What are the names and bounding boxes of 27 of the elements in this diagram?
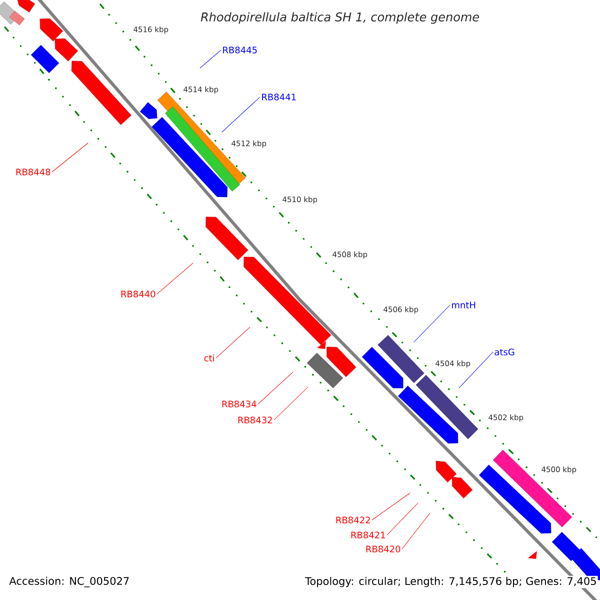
- gene-label: RB8420: [366, 546, 400, 552]
- gene-label: RB8441: [262, 94, 296, 100]
- leader-line: [458, 352, 494, 388]
- leader-line: [216, 326, 250, 358]
- leader-line: [372, 492, 410, 520]
- gene-label: RB8434: [222, 400, 256, 408]
- title: Rhodopirellula baltica SH 1, complete genome: [200, 12, 479, 24]
- leader-line: [52, 142, 88, 172]
- leader-line: [274, 386, 308, 420]
- leader-line: [386, 502, 418, 536]
- leader-line: [402, 512, 430, 550]
- footer-text: Topology: circular; Length: 7,145,576 bp; Genes: 7,405: [304, 576, 598, 588]
- gene-label: RB8448: [16, 168, 50, 176]
- gene-label: cti: [204, 354, 214, 362]
- leader-line: [258, 372, 294, 404]
- leader-line: [156, 262, 194, 294]
- gene-label: RB8432: [238, 416, 272, 424]
- footer-text: Accession: NC_005027: [9, 576, 129, 588]
- gene-label: RB8421: [351, 532, 385, 538]
- gene-label: RB8422: [336, 516, 370, 524]
- gene-label: mntH: [452, 302, 476, 308]
- gene-label: atsG: [494, 348, 514, 356]
- leader-line: [222, 96, 260, 132]
- leader-line: [200, 50, 222, 68]
- gene-label: RB8440: [121, 290, 156, 298]
- leader-line: [414, 304, 450, 342]
- gene-label: RB8445: [223, 46, 257, 54]
